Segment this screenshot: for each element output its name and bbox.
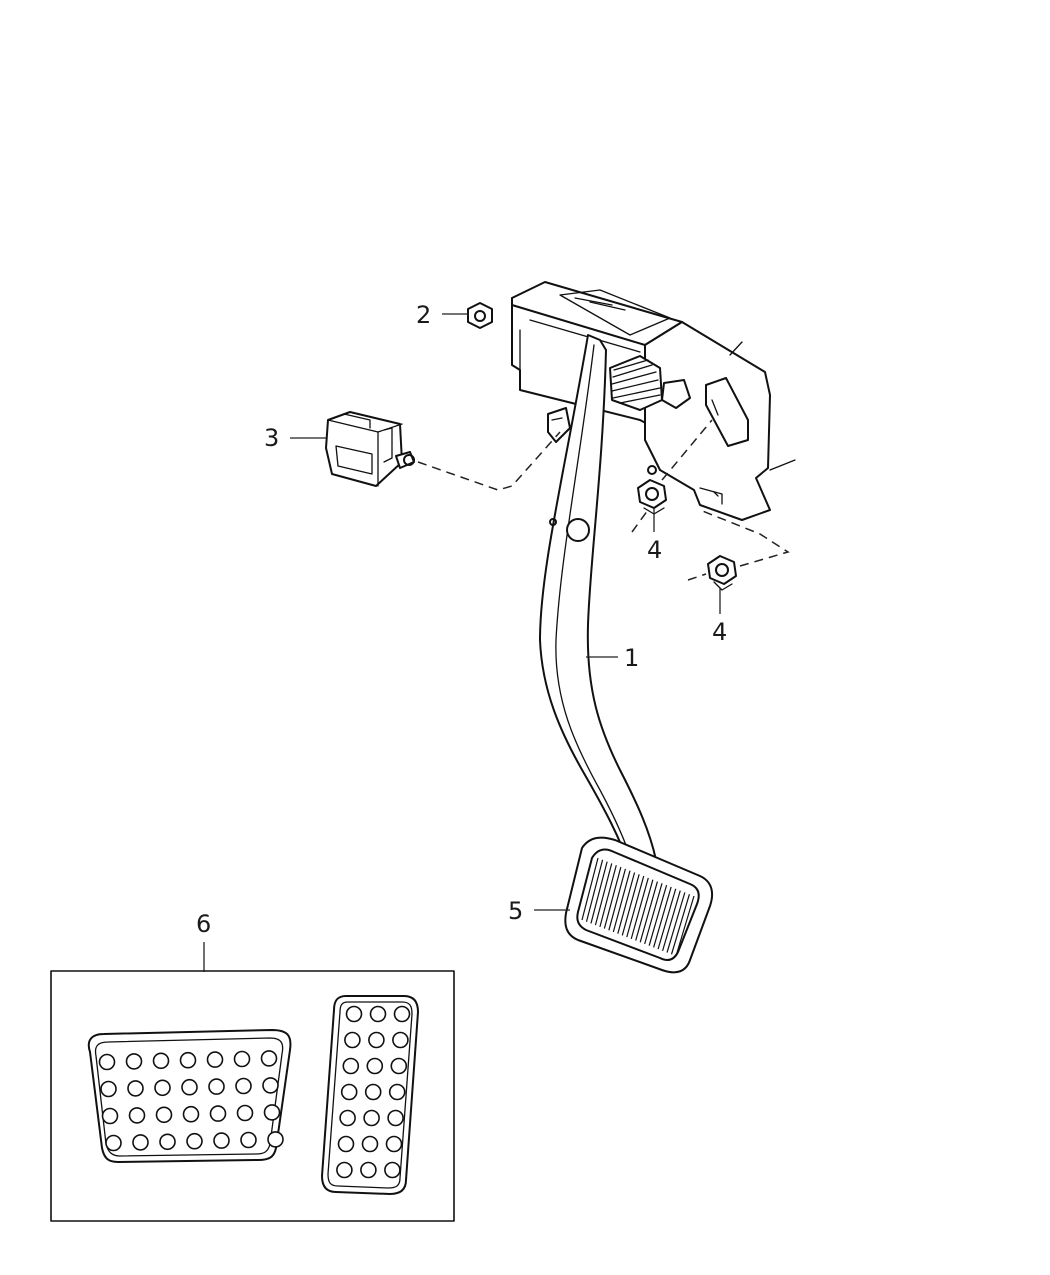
pad-rib	[585, 859, 604, 922]
pad-rib	[581, 857, 599, 921]
pad-rib	[675, 895, 695, 957]
pad-stud	[154, 1079, 171, 1097]
pad-stud	[208, 1078, 225, 1095]
pad-stud	[125, 1053, 143, 1070]
pad-rib	[594, 863, 613, 926]
pad-stud	[155, 1106, 173, 1124]
accelerator-pad-cover	[321, 995, 419, 1195]
pad-stud	[345, 1005, 363, 1023]
pedal-pad	[564, 836, 714, 974]
pad-stud	[128, 1107, 146, 1124]
pad-stud	[337, 1135, 355, 1153]
pad-stud	[344, 1031, 361, 1049]
pad-rib	[590, 861, 608, 924]
pivot-spring	[609, 355, 663, 411]
installation-lines	[417, 419, 790, 581]
pad-stud	[392, 1031, 409, 1049]
pad-stud	[213, 1132, 230, 1149]
pad-stud	[98, 1053, 116, 1071]
pad-stud	[364, 1083, 382, 1101]
pad-stud	[363, 1109, 380, 1127]
pad-stud	[267, 1131, 284, 1148]
pad-stud	[340, 1083, 358, 1101]
pad-stud	[105, 1134, 122, 1152]
pad-stud	[384, 1161, 401, 1179]
flange-nut-lower	[707, 555, 737, 591]
pad-rib	[621, 874, 640, 936]
pad-stud	[361, 1135, 379, 1153]
pad-stud	[342, 1057, 360, 1075]
pad-stud	[132, 1134, 149, 1151]
pad-rib	[644, 883, 663, 945]
pedal-pad-kit-inset	[50, 970, 455, 1222]
pad-stud	[127, 1080, 144, 1097]
pad-rib	[630, 877, 649, 940]
callout-6: 6	[196, 910, 211, 938]
callout-1: 1	[624, 644, 639, 672]
pedal-pad-ribs	[581, 857, 695, 957]
pedal-arm	[539, 334, 657, 869]
callout-4-upper: 4	[647, 536, 662, 564]
pad-stud	[206, 1051, 224, 1068]
pad-stud	[360, 1161, 377, 1179]
pad-stud	[336, 1161, 353, 1179]
callout-3: 3	[264, 424, 279, 452]
callout-2: 2	[416, 301, 431, 329]
pad-stud	[181, 1078, 198, 1096]
callout-4-lower: 4	[712, 618, 727, 646]
pad-stud	[260, 1050, 278, 1067]
pad-stud	[262, 1077, 279, 1094]
pad-rib	[608, 868, 627, 931]
stop-lamp-switch	[325, 411, 415, 487]
pad-rib	[653, 886, 672, 948]
pad-stud	[390, 1057, 408, 1075]
pad-stud	[233, 1050, 251, 1068]
pad-stud	[385, 1135, 403, 1153]
pad-stud	[186, 1132, 203, 1150]
pad-stud	[368, 1031, 385, 1049]
pad-stud	[388, 1083, 406, 1101]
pad-rib	[635, 879, 654, 941]
pad-rib	[626, 875, 645, 938]
pad-rib	[666, 892, 686, 953]
pad-stud	[387, 1109, 404, 1127]
pad-stud	[369, 1005, 387, 1023]
pad-stud	[209, 1105, 227, 1122]
brake-pad-studs	[98, 1050, 284, 1152]
pad-stud	[182, 1105, 200, 1123]
pad-rib	[617, 872, 636, 934]
pad-stud	[236, 1104, 254, 1122]
pedal-bracket	[511, 281, 796, 521]
flange-nut-upper	[637, 479, 667, 515]
pad-stud	[159, 1133, 176, 1151]
callout-5: 5	[508, 897, 523, 925]
pad-rib	[603, 866, 622, 929]
pad-stud	[100, 1080, 117, 1098]
pad-rib	[612, 870, 631, 933]
pad-stud	[339, 1109, 356, 1127]
pad-stud	[263, 1104, 281, 1121]
pad-stud	[152, 1052, 170, 1070]
pad-stud	[240, 1131, 257, 1149]
pad-rib	[639, 881, 659, 943]
pad-rib	[670, 894, 691, 955]
pad-rib	[648, 884, 668, 946]
accelerator-pad-studs	[336, 1005, 411, 1179]
pad-stud	[101, 1107, 119, 1125]
brake-pad-cover	[87, 1029, 292, 1163]
pad-rib	[599, 865, 617, 928]
pad-stud	[235, 1077, 252, 1095]
pad-rib	[657, 888, 677, 950]
pad-rib	[661, 890, 681, 952]
pad-stud	[393, 1005, 411, 1023]
pad-stud	[179, 1051, 197, 1069]
pad-stud	[366, 1057, 384, 1075]
hex-nut	[467, 302, 493, 329]
leader-lines	[203, 313, 721, 972]
